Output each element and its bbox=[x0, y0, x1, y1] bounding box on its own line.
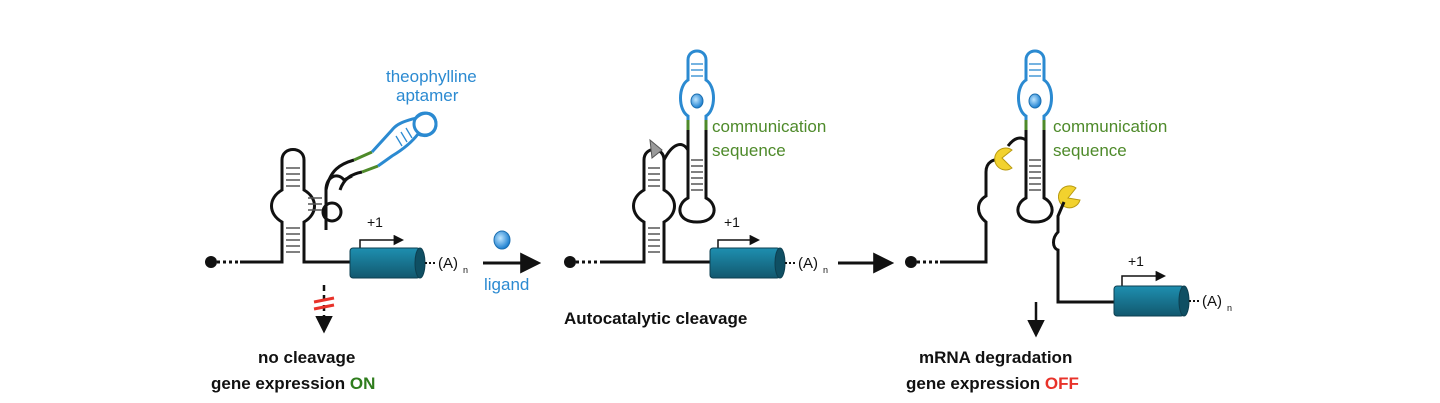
result-line1: mRNA degradation bbox=[919, 348, 1072, 367]
communication-green-1 bbox=[353, 150, 373, 162]
state-on: ON bbox=[350, 374, 376, 393]
communication-label-line1: communication bbox=[1053, 117, 1167, 136]
ligand-bound-icon bbox=[1028, 93, 1042, 109]
polya-subscript: n bbox=[823, 265, 828, 275]
five-prime-fragment bbox=[940, 158, 1003, 264]
five-prime-end-dot bbox=[205, 256, 217, 268]
aptamer-base-pairs bbox=[1029, 63, 1041, 77]
exonuclease-pacman-icon bbox=[994, 147, 1013, 171]
aptamer-loop bbox=[412, 111, 438, 137]
base-pairs-1 bbox=[286, 167, 322, 253]
five-prime-end-dot bbox=[905, 256, 917, 268]
gene-cylinder bbox=[1113, 285, 1190, 317]
small-loop bbox=[321, 201, 343, 223]
block-symbol bbox=[313, 296, 335, 311]
communication-green-2 bbox=[361, 164, 379, 174]
gene-cylinder bbox=[349, 247, 426, 279]
stem-base-pairs bbox=[691, 159, 703, 191]
stem-right-arm bbox=[678, 130, 716, 224]
aptamer-base-pairs bbox=[395, 127, 413, 147]
aptamer-blue bbox=[370, 111, 438, 168]
polya-subscript: n bbox=[1227, 303, 1232, 313]
panel-2-ligand-bound: communication sequence +1 (A) n Autocata… bbox=[564, 49, 895, 328]
communication-label-line2: sequence bbox=[1053, 141, 1127, 160]
rna-strand bbox=[240, 148, 350, 264]
gene-cylinder bbox=[709, 247, 786, 279]
ligand-molecule-icon bbox=[493, 230, 511, 250]
communication-label-line1: communication bbox=[712, 117, 826, 136]
aptamer-blue bbox=[1017, 49, 1053, 120]
transition-ligand: ligand bbox=[483, 230, 542, 294]
inner-stem-2 bbox=[319, 230, 330, 250]
polya-subscript: n bbox=[463, 265, 468, 275]
aptamer-label-line1: theophylline bbox=[386, 67, 477, 86]
ligand-label: ligand bbox=[484, 275, 529, 294]
result-line2: gene expression ON bbox=[211, 374, 375, 393]
aptamer-base-pairs bbox=[691, 63, 703, 77]
stem-base-pairs bbox=[1029, 159, 1041, 191]
three-prime-fragment bbox=[1052, 201, 1116, 304]
tss-label: +1 bbox=[724, 214, 740, 230]
communication-label-line2: sequence bbox=[712, 141, 786, 160]
result-line2-prefix: gene expression bbox=[906, 374, 1045, 393]
panel-3-cleaved: communication sequence +1 (A) n mRNA deg… bbox=[905, 49, 1232, 393]
polya-label: (A) bbox=[1202, 293, 1222, 310]
aptamer-stem-black bbox=[324, 158, 355, 191]
base-pairs-1 bbox=[648, 167, 660, 253]
aptamer-blue bbox=[679, 49, 715, 120]
aptamer-label-line2: aptamer bbox=[396, 86, 459, 105]
five-prime-end-dot bbox=[564, 256, 576, 268]
tss-label: +1 bbox=[1128, 253, 1144, 269]
tss-label: +1 bbox=[367, 214, 383, 230]
polya-label: (A) bbox=[438, 255, 458, 272]
aptamer-stem-black-2 bbox=[338, 170, 363, 191]
state-off: OFF bbox=[1045, 374, 1079, 393]
ligand-bound-icon bbox=[690, 93, 704, 109]
result-line1: no cleavage bbox=[258, 348, 355, 367]
polya-label: (A) bbox=[798, 255, 818, 272]
caption-autocatalytic: Autocatalytic cleavage bbox=[564, 309, 747, 328]
result-line2-prefix: gene expression bbox=[211, 374, 350, 393]
cleavage-site-icon bbox=[649, 138, 663, 159]
stem-right-arm bbox=[1016, 130, 1054, 224]
panel-1-no-ligand: theophylline aptamer +1 (A) n no cleavag… bbox=[205, 67, 477, 393]
result-line2: gene expression OFF bbox=[906, 374, 1079, 393]
stem-left-arm bbox=[662, 130, 690, 161]
stem-left-arm bbox=[1006, 130, 1028, 147]
